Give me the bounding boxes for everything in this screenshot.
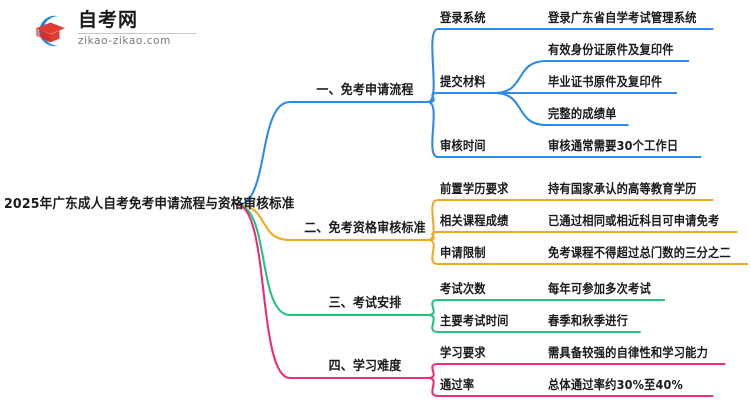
sub-label-3-1[interactable]: 考试次数 xyxy=(440,281,486,296)
leaf-edge-1-2-3 xyxy=(493,91,548,127)
branch-label-1[interactable]: 一、免考申请流程 xyxy=(316,83,414,98)
sub-edge-1-3 xyxy=(426,100,440,159)
branch-label-3[interactable]: 三、考试安排 xyxy=(328,296,402,311)
root-node-label[interactable]: 2025年广东成人自考免考申请流程与资格审核标准 xyxy=(4,196,295,212)
sub-edge-4-2 xyxy=(426,376,440,398)
leaf-label-4-1-1[interactable]: 需具备较强的自律性和学习能力 xyxy=(548,345,709,360)
branch-label-2[interactable]: 二、免考资格审核标准 xyxy=(304,221,426,236)
leaf-label-4-2-1[interactable]: 总体通过率约30%至40% xyxy=(548,377,683,392)
leaf-label-1-3-1[interactable]: 审核通常需要30个工作日 xyxy=(548,138,679,153)
sub-label-2-2[interactable]: 相关课程成绩 xyxy=(440,213,509,228)
sub-label-4-1[interactable]: 学习要求 xyxy=(440,345,486,360)
logo-subtitle: zikao-zikao.com xyxy=(78,34,171,47)
leaf-label-2-1-1[interactable]: 持有国家承认的高等教育学历 xyxy=(548,181,697,196)
logo-text-block: 自考网 zikao-zikao.com xyxy=(78,10,196,47)
site-logo: 自考网 zikao-zikao.com xyxy=(30,8,220,54)
leaf-label-1-2-1[interactable]: 有效身份证原件及复印件 xyxy=(548,42,674,57)
sub-label-1-2[interactable]: 提交材料 xyxy=(440,74,486,89)
branch-label-4[interactable]: 四、学习难度 xyxy=(328,359,402,374)
sub-edge-3-2 xyxy=(426,313,440,334)
sub-edge-1-1 xyxy=(426,27,440,104)
leaf-label-1-1-1[interactable]: 登录广东省自学考试管理系统 xyxy=(548,10,697,25)
sub-edge-2-3 xyxy=(426,238,440,266)
sub-label-1-1[interactable]: 登录系统 xyxy=(440,10,486,25)
sub-label-2-1[interactable]: 前置学历要求 xyxy=(440,181,509,196)
branch-edge-4 xyxy=(235,203,292,380)
sub-label-4-2[interactable]: 通过率 xyxy=(440,377,475,392)
sub-label-1-3[interactable]: 审核时间 xyxy=(440,138,486,153)
logo-divider xyxy=(78,32,196,34)
sub-label-3-2[interactable]: 主要考试时间 xyxy=(440,313,509,328)
leaf-label-1-2-2[interactable]: 毕业证书原件及复印件 xyxy=(548,74,663,89)
sub-edge-4-1 xyxy=(426,362,440,380)
branch-edge-1 xyxy=(235,100,292,207)
sub-label-2-3[interactable]: 申请限制 xyxy=(440,245,486,260)
leaf-label-1-2-3[interactable]: 完整的成绩单 xyxy=(548,106,617,121)
branch-edge-2 xyxy=(235,203,292,242)
leaf-edge-1-2-1 xyxy=(493,59,548,95)
leaf-label-3-2-1[interactable]: 春季和秋季进行 xyxy=(548,313,629,328)
leaf-label-3-1-1[interactable]: 每年可参加多次考试 xyxy=(548,281,651,296)
leaf-label-2-3-1[interactable]: 免考课程不得超过总门数的三分之二 xyxy=(548,245,731,260)
sub-edge-3-1 xyxy=(426,298,440,317)
leaf-label-2-2-1[interactable]: 已通过相同或相近科目可申请免考 xyxy=(548,213,720,228)
branch-edge-3 xyxy=(235,203,292,317)
logo-title: 自考网 xyxy=(78,9,139,31)
graduation-cap-logo-icon xyxy=(36,15,65,47)
